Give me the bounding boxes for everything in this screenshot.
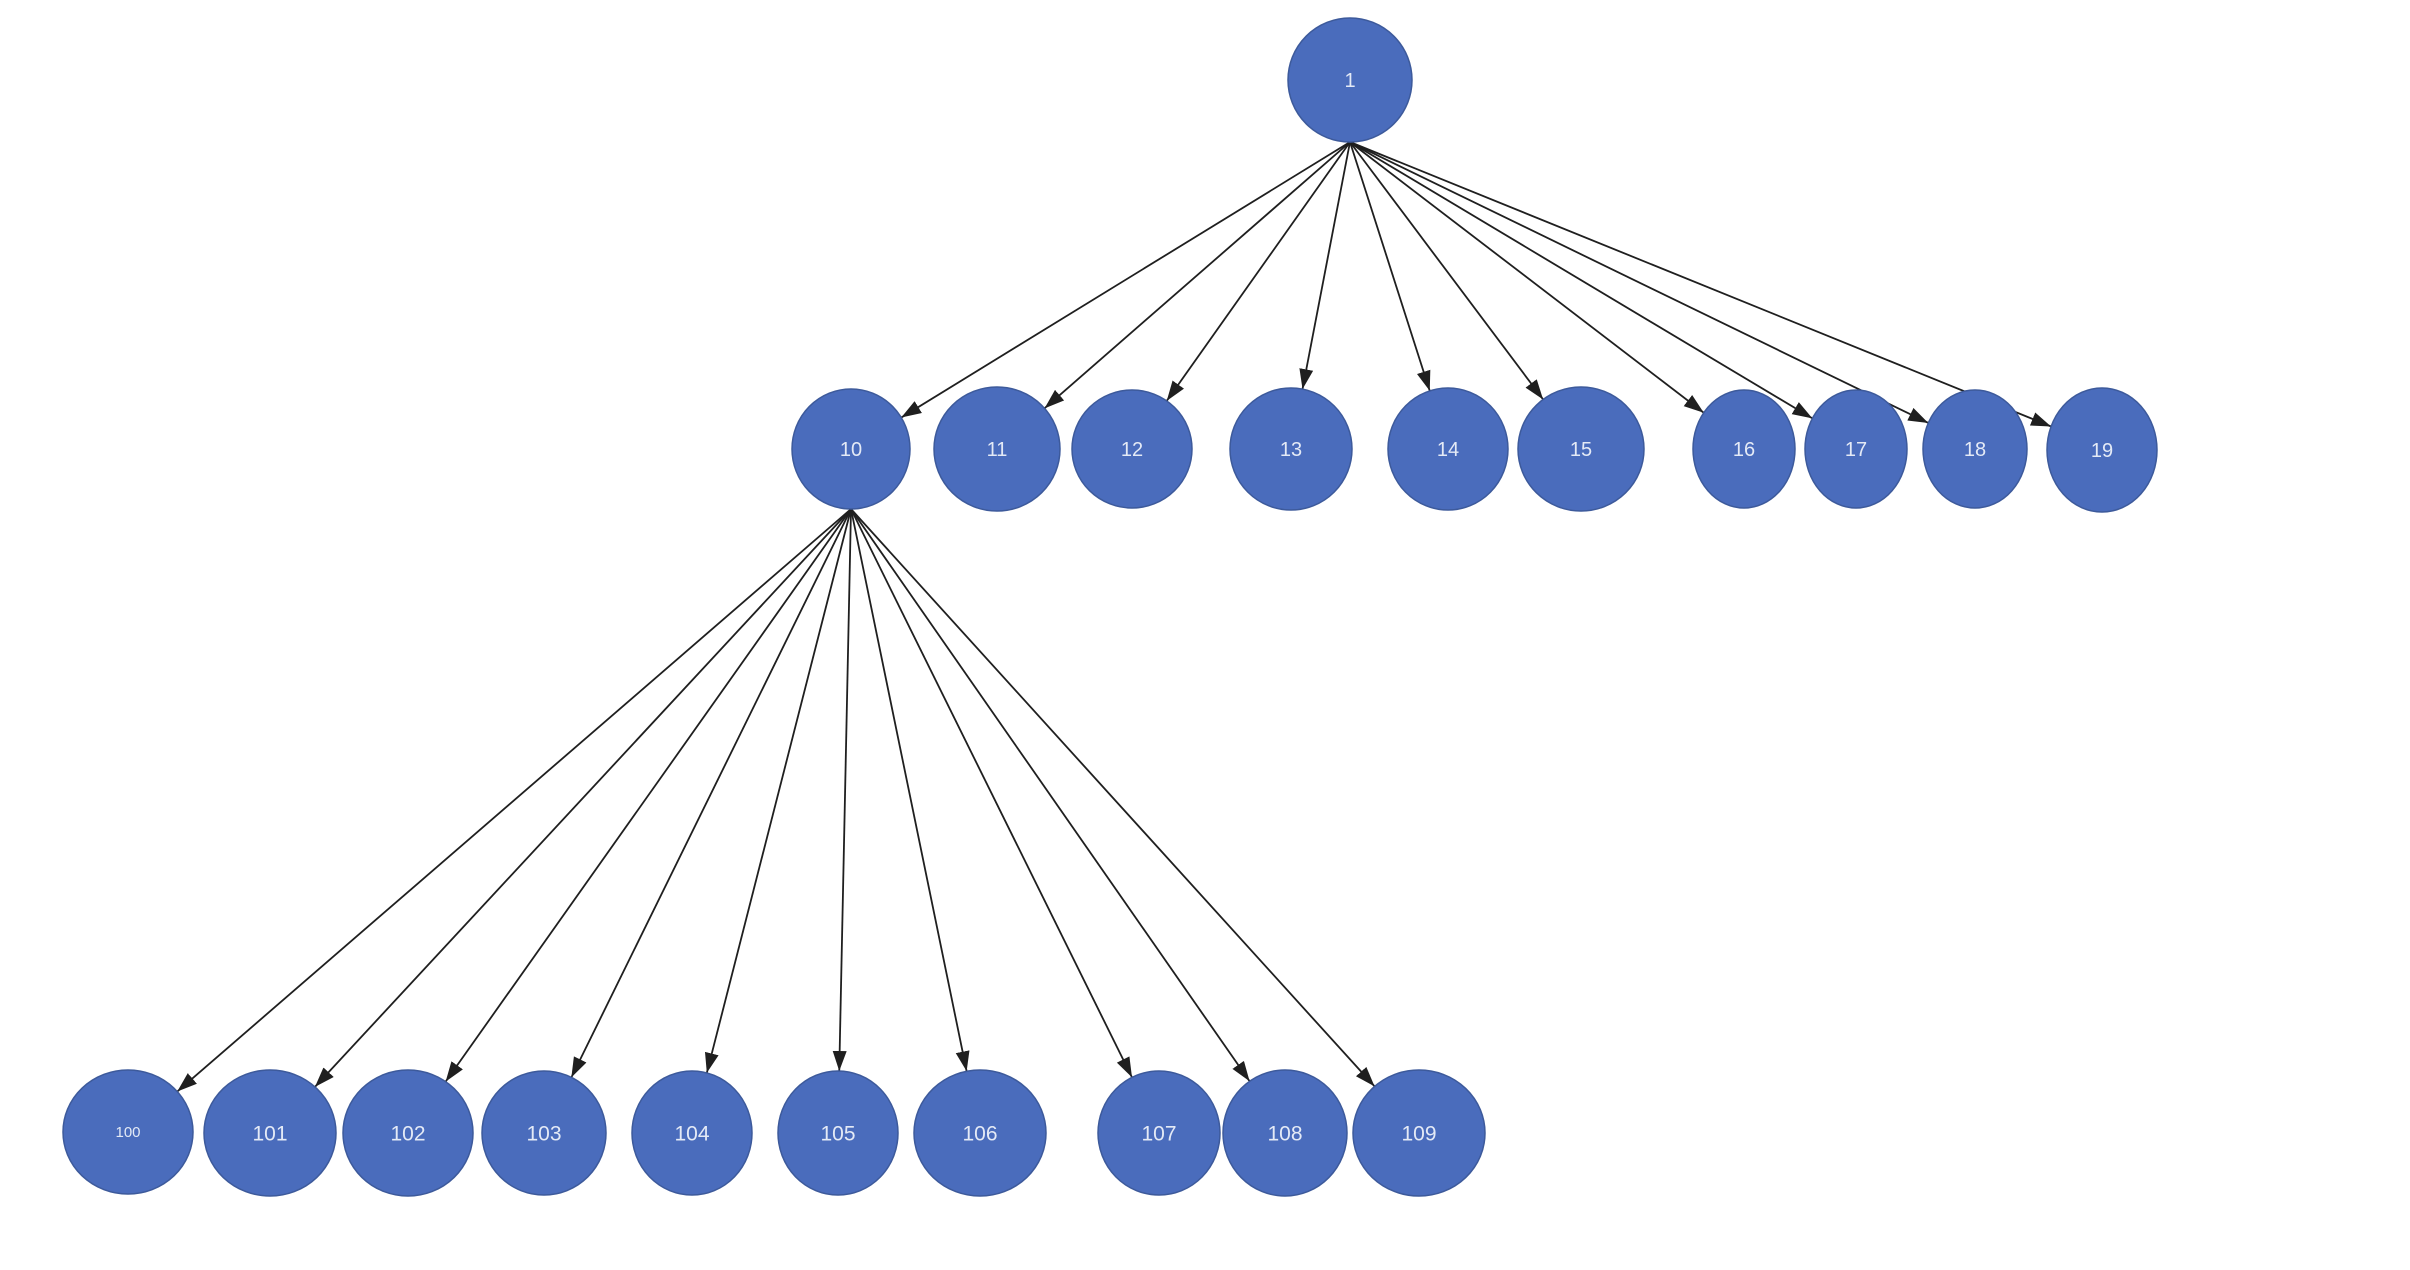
node-circle-102: [342, 1069, 474, 1197]
tree-node-109: 109: [1352, 1069, 1486, 1197]
tree-node-18: 18: [1922, 389, 2028, 509]
edge-1-14: [1349, 141, 1431, 392]
edge-1-11: [1043, 141, 1351, 409]
tree-node-16: 16: [1692, 389, 1796, 509]
edge-1-12: [1166, 141, 1351, 402]
edge-10-108: [850, 508, 1251, 1082]
node-circle-10: [791, 388, 911, 510]
edge-1-15: [1349, 141, 1544, 400]
edge-1-18: [1349, 141, 1929, 424]
tree-node-108: 108: [1222, 1069, 1348, 1197]
tree-node-103: 103: [481, 1070, 607, 1196]
node-circle-101: [203, 1069, 337, 1197]
edge-10-105: [832, 508, 852, 1072]
tree-node-19: 19: [2046, 387, 2158, 513]
edge-10-107: [850, 508, 1133, 1078]
tree-node-104: 104: [631, 1070, 753, 1196]
edge-1-10: [900, 141, 1351, 419]
tree-node-10: 10: [791, 388, 911, 510]
tree-node-17: 17: [1804, 389, 1908, 509]
tree-node-100: 100: [62, 1069, 194, 1195]
node-circle-103: [481, 1070, 607, 1196]
tree-node-102: 102: [342, 1069, 474, 1197]
edge-1-19: [1349, 141, 2052, 428]
node-circle-106: [913, 1069, 1047, 1197]
tree-node-14: 14: [1387, 387, 1509, 511]
tree-node-12: 12: [1071, 389, 1193, 509]
node-circle-109: [1352, 1069, 1486, 1197]
edge-10-106: [850, 508, 970, 1072]
edge-10-100: [176, 508, 852, 1093]
edge-10-109: [850, 508, 1376, 1088]
tree-node-15: 15: [1517, 386, 1645, 512]
node-circle-17: [1804, 389, 1908, 509]
node-circle-104: [631, 1070, 753, 1196]
tree-node-106: 106: [913, 1069, 1047, 1197]
node-circle-1: [1287, 17, 1413, 143]
node-circle-15: [1517, 386, 1645, 512]
tree-node-1: 1: [1287, 17, 1413, 143]
edge-10-103: [570, 508, 852, 1078]
tree-node-107: 107: [1097, 1070, 1221, 1196]
edge-layer: [176, 141, 2052, 1093]
node-circle-14: [1387, 387, 1509, 511]
tree-node-101: 101: [203, 1069, 337, 1197]
edge-1-17: [1349, 141, 1813, 420]
node-circle-11: [933, 386, 1061, 512]
node-circle-13: [1229, 387, 1353, 511]
edge-10-101: [314, 508, 852, 1088]
tree-node-105: 105: [777, 1070, 899, 1196]
tree-node-11: 11: [933, 386, 1061, 512]
node-circle-105: [777, 1070, 899, 1196]
node-circle-108: [1222, 1069, 1348, 1197]
node-circle-18: [1922, 389, 2028, 509]
edge-10-102: [444, 508, 852, 1083]
node-circle-19: [2046, 387, 2158, 513]
node-circle-16: [1692, 389, 1796, 509]
edge-10-104: [704, 508, 852, 1074]
edge-1-13: [1299, 141, 1351, 390]
edge-1-16: [1349, 141, 1705, 414]
node-circle-12: [1071, 389, 1193, 509]
node-circle-100: [62, 1069, 194, 1195]
node-circle-107: [1097, 1070, 1221, 1196]
tree-node-13: 13: [1229, 387, 1353, 511]
